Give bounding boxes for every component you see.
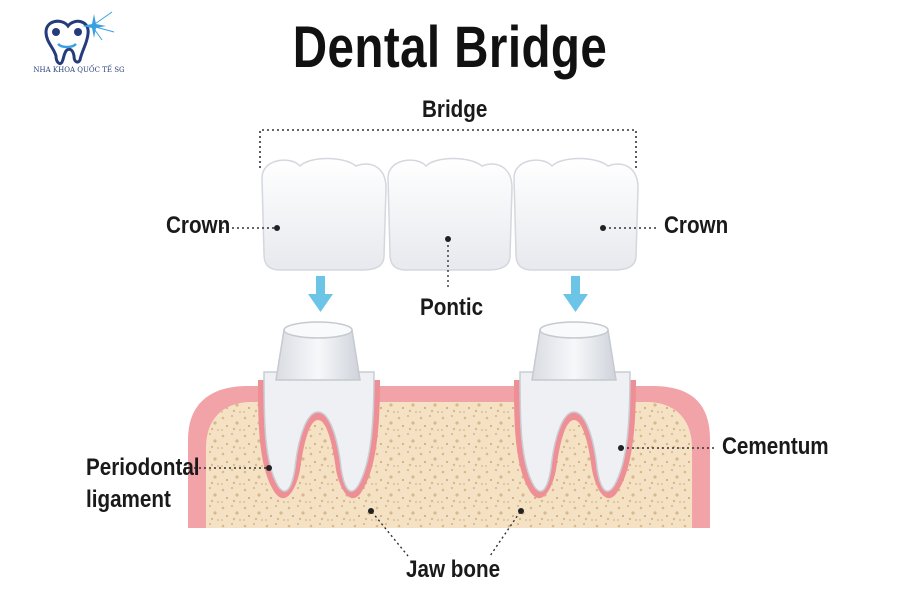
- crown-right: [513, 157, 639, 271]
- logo-text: NHA KHOA QUỐC TẾ SG: [33, 66, 125, 74]
- pontic: [387, 157, 513, 271]
- label-jaw-bone: Jaw bone: [406, 556, 501, 583]
- abutment-root-right: [519, 371, 631, 492]
- crown-left: [261, 157, 387, 271]
- label-bridge: Bridge: [422, 96, 488, 123]
- label-ligament: ligament: [86, 486, 171, 513]
- label-periodontal: Periodontal: [86, 454, 200, 481]
- jaw-bone: [206, 402, 692, 528]
- bridge-bracket: [259, 129, 637, 168]
- label-cementum: Cementum: [722, 433, 829, 460]
- label-crown-right: Crown: [664, 212, 729, 239]
- arrow-down-left-icon: [308, 276, 333, 312]
- page-title: Dental Bridge: [292, 15, 608, 80]
- label-crown-left: Crown: [166, 212, 231, 239]
- arrow-down-right-icon: [563, 276, 588, 312]
- label-pontic: Pontic: [420, 294, 484, 321]
- leader-jaw-right: [489, 511, 521, 557]
- tooth-sparkle-logo-icon: [44, 11, 115, 66]
- abutment-root-left: [263, 371, 375, 492]
